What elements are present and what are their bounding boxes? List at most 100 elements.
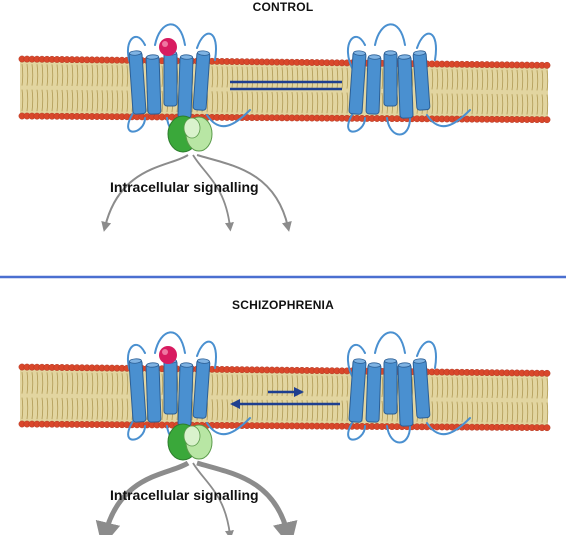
lipid-tail [506,377,509,399]
lipid-tail [316,375,319,397]
lipid-tail [226,399,229,421]
lipid-tail [531,70,534,91]
lipid-tail [501,402,504,423]
lipid-tail [291,375,294,397]
lipid-tail [306,400,309,422]
left-receptor [127,23,251,136]
lipid-tail [526,70,529,91]
receptor-helix [163,51,178,107]
signal-arrow-left [95,460,190,535]
lipid-tail [496,401,499,423]
lipid-tail [86,64,89,87]
lipid-tail [271,66,274,88]
lipid-tail [266,91,269,113]
lipid-tail [36,89,39,112]
lipid-tail [511,69,514,91]
signal-arrows [101,154,292,232]
lipid-tail [21,371,24,394]
lipid-tail [106,372,109,395]
lipid-tail [121,90,124,112]
lipid-tail [256,66,259,88]
receptor-helix [365,55,382,115]
lipid-tail [541,402,544,423]
receptor-helix-top [197,358,210,364]
lipid-tail [536,402,539,423]
lipid-tail [81,64,84,87]
lipid-tail [116,65,119,87]
lipid-tail [446,69,449,90]
lipid-tail [476,401,479,423]
lipid-head [543,61,551,69]
receptor-helix [145,55,162,115]
lipid-tail [491,401,494,423]
lipid-tail [271,399,274,421]
lipid-tail [441,93,444,115]
lipid-tail [486,377,489,399]
ligand-sphere [159,346,177,364]
lipid-tail [51,89,54,112]
lipid-tail [161,90,164,113]
receptor-helix-top [129,50,142,56]
ligand-sphere [159,38,177,56]
lipid-tail [441,69,444,90]
lipid-tail [21,63,24,86]
lipid-tail [521,69,524,91]
lipid-tail [251,374,254,396]
lipid-tail [71,372,74,395]
lipid-tail [336,92,339,114]
lipid-tail-band [20,369,548,426]
lipid-tail [491,377,494,399]
lipid-tail [66,89,69,112]
lipid-head [543,424,551,432]
lipid-tail [256,374,259,396]
lipid-tail [101,372,104,395]
lipid-tail [501,94,504,115]
lipid-tail [211,91,214,113]
lipid-tail [281,91,284,113]
lipid-tail [511,402,514,423]
lipid-tail [331,92,334,114]
lipid-tail [161,398,164,421]
signal-arrows [95,460,298,535]
lipid-tail [346,92,349,114]
lipid-tail [76,372,79,395]
equilibrium-arrow [230,80,342,91]
receptor-helix [383,51,398,107]
lipid-tail [336,375,339,397]
lipid-tail [521,94,524,115]
lipid-tail [541,70,544,91]
lipid-tail [291,92,294,113]
receptor-helix-top [413,50,426,56]
lipid-tail [36,397,39,420]
lipid-tail [516,94,519,115]
lipid-tail [51,397,54,420]
lipid-tail [41,89,44,112]
lipid-tail [286,91,289,113]
lipid-head [543,369,551,377]
lipid-tail [161,65,164,87]
lipid-tail [26,372,29,394]
lipid-tail [246,66,249,88]
lipid-tail [446,377,449,398]
lipid-tail [106,90,109,112]
lipid-tail [546,378,549,399]
receptor-helix-top [398,54,411,60]
lipid-tail [536,94,539,115]
lipid-tail [466,377,469,398]
lipid-tail [81,90,84,112]
lipid-tail [116,373,119,395]
lipid-tail [41,64,44,86]
lipid-tail [496,69,499,91]
lipid-tail [236,374,239,396]
lipid-tail [506,94,509,115]
lipid-tail [436,93,439,114]
lipid-tail [121,398,124,420]
lipid-tail [381,68,384,90]
equilibrium-arrow [230,387,340,409]
lipid-tail [81,398,84,420]
lipid-tail [531,378,534,399]
lipid-tail [211,374,214,396]
lipid-tail [311,375,314,397]
lipid-tail [451,401,454,423]
